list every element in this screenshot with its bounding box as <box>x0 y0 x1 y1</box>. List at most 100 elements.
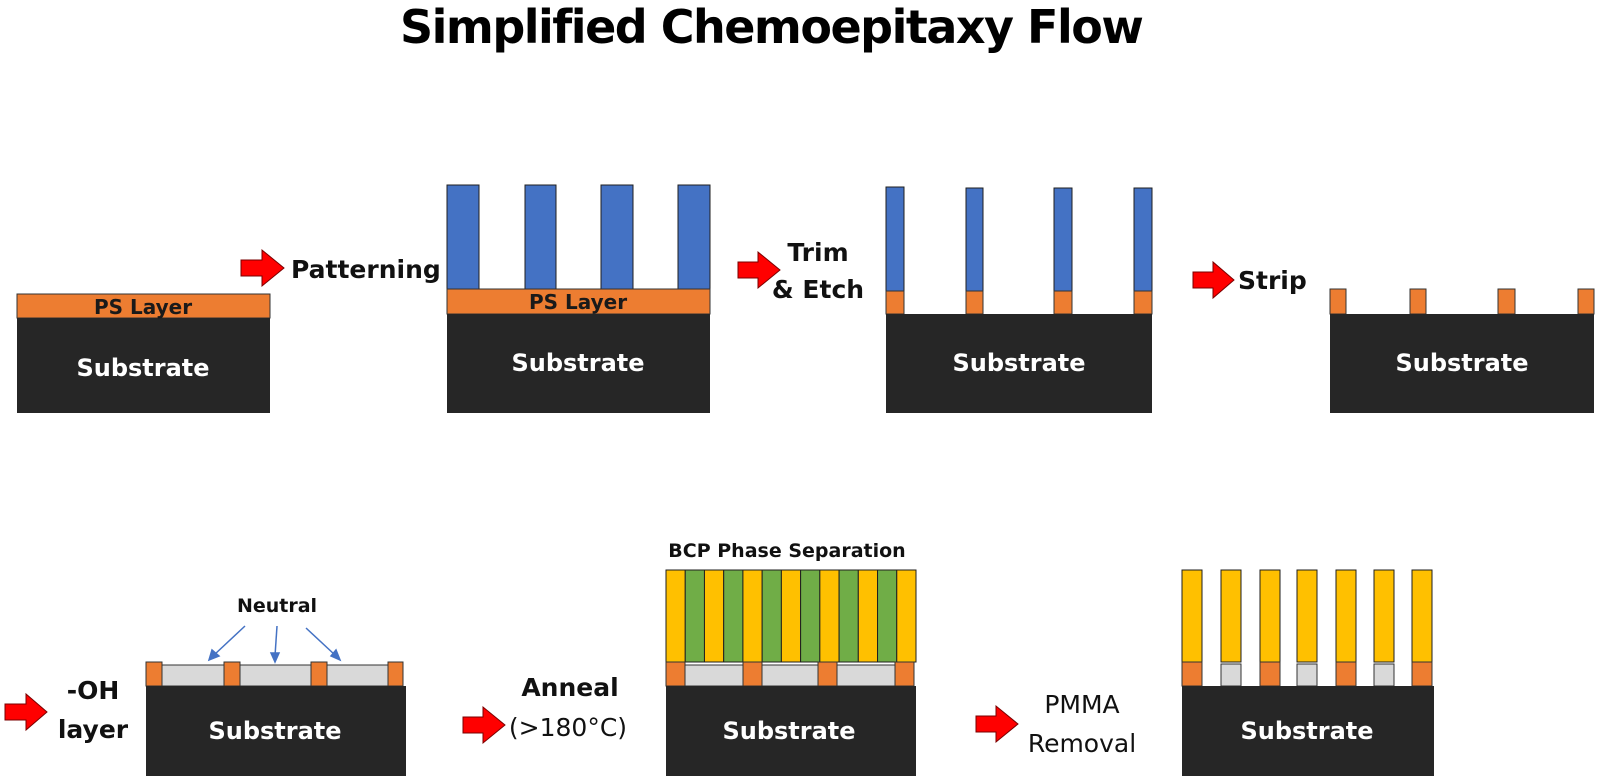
ps-pillars <box>1181 569 1433 663</box>
ps-guide <box>894 661 915 687</box>
neutral-segment <box>161 664 225 687</box>
neutral-segment <box>761 664 819 687</box>
ps-domain <box>819 569 840 663</box>
step-label-line-1: -OH <box>67 676 120 705</box>
bcp-lamellae <box>665 569 917 663</box>
step-strip: Strip <box>1192 260 1307 300</box>
resist-line <box>446 184 480 290</box>
ps-guide <box>1259 661 1281 687</box>
neutral-segment <box>836 664 896 687</box>
substrate-label: Substrate <box>1240 717 1373 745</box>
step-patterning: Patterning <box>240 248 441 288</box>
pmma-domain <box>877 569 898 663</box>
ps-pillar <box>1296 569 1318 663</box>
panel-trimmed: Substrate <box>885 186 1153 413</box>
substrate <box>17 318 270 413</box>
ps-line <box>885 290 905 315</box>
ps-line <box>965 290 984 315</box>
substrate <box>1330 314 1594 413</box>
arrow-icon <box>737 250 781 290</box>
pmma-domain <box>723 569 744 663</box>
ps-guide <box>1411 661 1433 687</box>
neutral-segment <box>239 664 312 687</box>
ps-guide <box>387 661 404 687</box>
arrow-icon <box>975 704 1019 744</box>
ps-pillar <box>1373 569 1395 663</box>
ps-line <box>1053 290 1073 315</box>
ps-guide <box>665 661 686 687</box>
diagram-title: Simplified Chemoepitaxy Flow <box>400 0 1142 54</box>
pointer-arrows <box>207 625 342 664</box>
resist-line <box>885 186 905 292</box>
ps-domain <box>857 569 879 663</box>
arrow-icon <box>240 248 285 288</box>
substrate <box>666 686 916 776</box>
step-pmma-removal: PMMA Removal <box>975 690 1136 758</box>
pmma-domain <box>684 569 705 663</box>
step-label-line-2: Removal <box>1028 729 1136 758</box>
ps-layer-label: PS Layer <box>94 295 192 319</box>
step-label-line-2: layer <box>58 715 129 744</box>
ps-pillar <box>1181 569 1203 663</box>
pmma-domain <box>838 569 859 663</box>
resist-line <box>1133 187 1153 292</box>
ps-domain <box>742 569 763 663</box>
ps-pillar <box>1335 569 1357 663</box>
substrate-label: Substrate <box>208 717 341 745</box>
ps-guide <box>310 661 328 687</box>
panel-neutral: Neutral Substrate <box>145 595 406 776</box>
panel-bcp: BCP Phase Separation Substrate <box>665 540 917 776</box>
substrate-label: Substrate <box>76 354 209 382</box>
arrow-icon <box>4 692 48 732</box>
substrate-label: Substrate <box>511 349 644 377</box>
substrate <box>447 314 710 413</box>
step-label-line-1: PMMA <box>1044 690 1119 719</box>
ps-guide <box>1329 288 1347 315</box>
ps-layer-label: PS Layer <box>529 290 627 314</box>
substrate-label: Substrate <box>722 717 855 745</box>
ps-guide <box>1181 661 1203 687</box>
ps-guide <box>1577 288 1595 315</box>
ps-domain <box>780 569 802 663</box>
neutral-segment <box>1220 663 1242 687</box>
step-label-line-1: Anneal <box>521 673 618 702</box>
step-label-line-2: (>180°C) <box>509 713 627 742</box>
substrate-label: Substrate <box>952 349 1085 377</box>
ps-pillar <box>1259 569 1281 663</box>
resist-line <box>524 184 557 290</box>
ps-pillar <box>1220 569 1242 663</box>
ps-guide <box>742 661 763 687</box>
ps-guide <box>223 661 241 687</box>
resist-line <box>965 187 984 292</box>
neutral-label: Neutral <box>237 595 317 617</box>
pmma-domain <box>800 569 821 663</box>
panel-initial: PS Layer Substrate <box>16 293 271 413</box>
neutral-segment <box>1296 663 1318 687</box>
ps-layer <box>16 293 271 319</box>
step-trim-etch: Trim & Etch <box>737 238 864 304</box>
neutral-segment <box>684 664 744 687</box>
ps-layer <box>446 288 711 315</box>
panel-stripped: Substrate <box>1329 288 1595 413</box>
step-label-line-2: & Etch <box>772 275 864 304</box>
substrate-label: Substrate <box>1395 349 1528 377</box>
arrow-icon <box>462 705 506 745</box>
resist-line <box>1053 187 1073 292</box>
pmma-domain <box>761 569 782 663</box>
resist-line <box>677 184 711 290</box>
resist-line <box>600 184 634 290</box>
step-label: Strip <box>1238 266 1307 295</box>
arrow-icon <box>1192 260 1235 300</box>
ps-domain <box>896 569 917 663</box>
step-oh-layer: -OH layer <box>4 676 129 744</box>
ps-domain <box>665 569 686 663</box>
substrate <box>886 314 1152 413</box>
step-label: Patterning <box>291 255 441 284</box>
ps-guide <box>1497 288 1516 315</box>
panel-pmma-removed: Substrate <box>1181 569 1434 776</box>
step-label-line-1: Trim <box>787 238 848 267</box>
substrate <box>146 686 406 776</box>
neutral-segment <box>326 664 389 687</box>
ps-guide <box>1409 288 1427 315</box>
